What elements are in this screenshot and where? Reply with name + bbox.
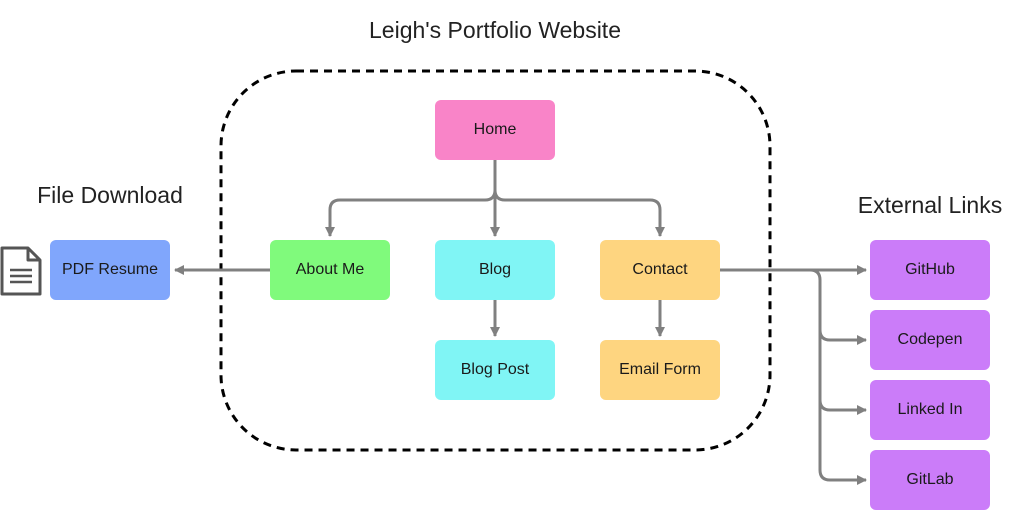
edge-contact-linkedin	[818, 330, 867, 415]
edge-contact-gitlab	[818, 400, 867, 485]
edge-home-contact	[493, 189, 665, 237]
node-about-me: About Me	[270, 240, 390, 300]
diagram-title: Leigh's Portfolio Website	[369, 17, 621, 43]
document-icon	[0, 246, 42, 296]
edge-contact-codepen	[809, 268, 867, 345]
node-contact: Contact	[600, 240, 720, 300]
external-links-label: External Links	[857, 192, 1003, 218]
node-home: Home	[435, 100, 555, 160]
node-blog: Blog	[435, 240, 555, 300]
node-email-form: Email Form	[600, 340, 720, 400]
node-github: GitHub	[870, 240, 990, 300]
node-linked-in: Linked In	[870, 380, 990, 440]
node-gitlab: GitLab	[870, 450, 990, 510]
node-blog-post: Blog Post	[435, 340, 555, 400]
website-boundary	[219, 69, 772, 452]
file-download-label: File Download	[37, 182, 183, 208]
node-pdf-resume: PDF Resume	[50, 240, 170, 300]
edge-home-about	[325, 160, 497, 237]
node-codepen: Codepen	[870, 310, 990, 370]
